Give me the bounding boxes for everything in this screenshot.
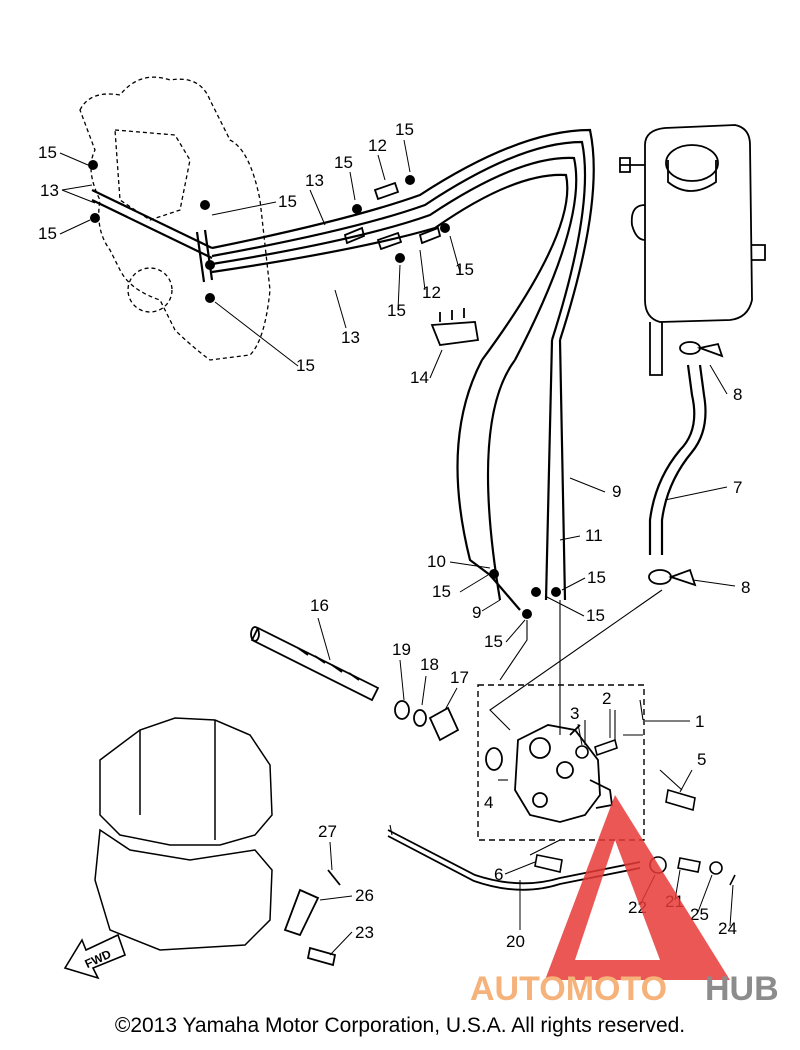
callout-6: 6 [494,865,503,884]
copyright-notice: ©2013 Yamaha Motor Corporation, U.S.A. A… [114,1014,686,1037]
callout-15l: 15 [484,632,503,651]
callout-15i: 15 [432,582,451,601]
throttle-lever [283,869,341,967]
callout-12a: 12 [368,136,387,155]
callout-15j: 15 [587,568,606,587]
callout-20: 20 [506,932,525,951]
callout-15d: 15 [395,120,414,139]
callout-1: 1 [695,712,704,731]
hose-fittings [88,160,561,619]
hose-holder [430,308,480,346]
callout-5: 5 [697,750,706,769]
lower-engine-outline [94,717,273,951]
callout-16: 16 [310,596,329,615]
callout-15e: 15 [278,192,297,211]
callout-26: 26 [355,886,374,905]
callout-4: 4 [484,793,493,812]
oil-tank [619,124,766,376]
oil-pump-assembly-box [477,684,645,841]
callout-18: 18 [420,655,439,674]
shaft-seals [394,700,503,771]
oil-hoses [91,128,595,611]
callout-15a: 15 [38,143,57,162]
callout-8a: 8 [733,385,742,404]
oil-pump-body [514,724,614,823]
callout-23: 23 [355,923,374,942]
callout-15b: 15 [38,224,57,243]
callouts: 1 2 3 4 5 6 7 8 8 9 9 10 11 12 12 13 13 … [38,120,750,951]
fwd-arrow: FWD [63,933,127,980]
leader-lines [389,589,683,856]
callout-15h: 15 [296,356,315,375]
oil-pump-drive-shaft [250,626,380,702]
callout-15g: 15 [387,301,406,320]
watermark-triangle-icon [545,795,730,980]
callout-14: 14 [410,368,429,387]
callout-27: 27 [318,822,337,841]
callout-3: 3 [570,704,579,723]
watermark-text-part1: AUTOMOTO [470,970,667,1008]
callout-15c: 15 [334,153,353,172]
fwd-arrow-icon [63,933,127,980]
callout-9b: 9 [472,603,481,622]
callout-9a: 9 [612,482,621,501]
control-rod [387,829,641,891]
callout-19: 19 [392,640,411,659]
watermark: AUTOMOTO HUB [470,795,779,1008]
engine-block-outline [79,76,271,361]
watermark-text-part2: HUB [705,970,779,1008]
callout-15k: 15 [586,606,605,625]
callout-15f: 15 [455,260,474,279]
callout-13b: 13 [305,171,324,190]
hose-joints [343,181,442,251]
callout-13a: 13 [40,181,59,200]
callout-10: 10 [427,552,446,571]
callout-13c: 13 [341,328,360,347]
tank-hose [648,364,707,555]
callout-12b: 12 [422,283,441,302]
callout-11: 11 [585,526,603,545]
hose-clamps [648,341,724,587]
callout-24: 24 [718,919,737,938]
callout-17: 17 [450,668,469,687]
callout-25: 25 [690,905,709,924]
callout-2: 2 [602,689,611,708]
callout-leaders [59,139,736,956]
callout-8b: 8 [741,578,750,597]
callout-7: 7 [733,478,742,497]
